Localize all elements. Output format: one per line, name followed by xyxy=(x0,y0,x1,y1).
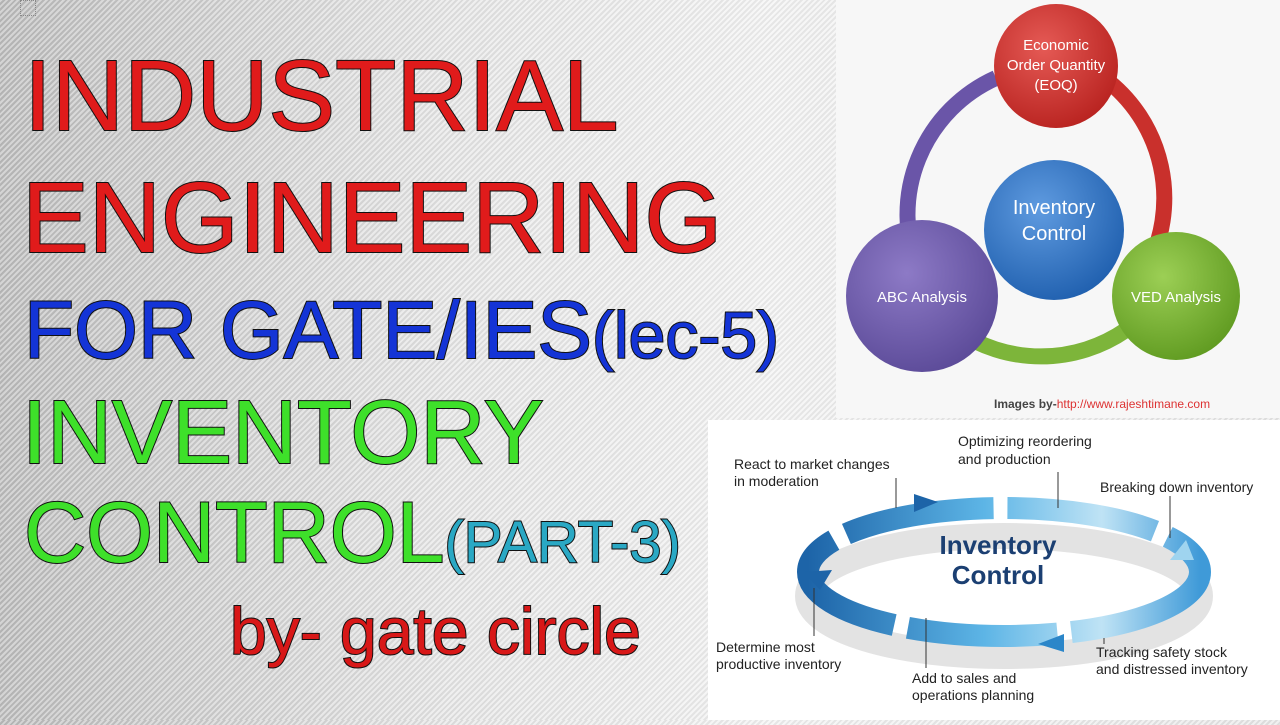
eoq-node xyxy=(994,4,1118,128)
inventory-process-diagram: Inventory Control React to market change… xyxy=(708,420,1280,720)
center-title-1: Inventory xyxy=(939,530,1057,560)
label-tracking-1: Tracking safety stock xyxy=(1096,644,1228,660)
image-credit-prefix: Images by- xyxy=(994,397,1057,411)
label-optimize-2: and production xyxy=(958,451,1051,467)
center-title-2: Control xyxy=(952,560,1044,590)
abc-node xyxy=(846,220,998,372)
image-credit-url: http://www.rajeshtimane.com xyxy=(1057,397,1210,411)
byline: by- gate circle xyxy=(229,594,642,668)
label-breaking: Breaking down inventory xyxy=(1100,479,1253,495)
ved-label: VED Analysis xyxy=(1131,289,1221,306)
center-label-1: Inventory xyxy=(1013,197,1095,219)
inventory-cycle-diagram: Economic Order Quantity (EOQ) ABC Analys… xyxy=(836,0,1280,418)
abc-label: ABC Analysis xyxy=(877,289,967,306)
eoq-label-1: Economic xyxy=(1023,37,1089,54)
label-sales-1: Add to sales and xyxy=(912,670,1016,686)
title-line-inventory: INVENTORY xyxy=(21,383,545,483)
corner-marker xyxy=(20,0,36,16)
image-credit: Images by-http://www.rajeshtimane.com xyxy=(994,397,1210,411)
center-node xyxy=(984,160,1124,300)
label-tracking-2: and distressed inventory xyxy=(1096,661,1248,677)
inventory-cycle-svg: Economic Order Quantity (EOQ) ABC Analys… xyxy=(846,4,1240,411)
title-line-gate-ies: FOR GATE/IES(lec-5) xyxy=(23,289,780,373)
title-line-engineering: ENGINEERING xyxy=(21,162,723,274)
title-lecture-number: (lec-5) xyxy=(591,298,780,372)
arrow-head-left xyxy=(804,570,832,590)
arrow-head-bottom xyxy=(1038,634,1064,652)
label-react-1: React to market changes xyxy=(734,456,890,472)
arrow-head-right xyxy=(1170,540,1194,560)
title-gate-ies-text: FOR GATE/IES xyxy=(23,285,593,376)
label-sales-2: operations planning xyxy=(912,687,1034,703)
label-determine-2: productive inventory xyxy=(716,656,841,672)
eoq-label-3: (EOQ) xyxy=(1034,77,1077,94)
title-part-number: (PART-3) xyxy=(443,510,681,575)
label-determine-1: Determine most xyxy=(716,639,815,655)
inventory-process-svg: Inventory Control React to market change… xyxy=(716,433,1253,703)
center-label-2: Control xyxy=(1022,223,1086,245)
title-line-industrial: INDUSTRIAL xyxy=(23,40,620,152)
label-optimize-1: Optimizing reordering xyxy=(958,433,1092,449)
ved-node xyxy=(1112,232,1240,360)
eoq-label-2: Order Quantity xyxy=(1007,57,1106,74)
title-line-control: CONTROL(PART-3) xyxy=(23,489,682,577)
arrow-head-top xyxy=(914,494,938,512)
label-react-2: in moderation xyxy=(734,473,819,489)
title-control-text: CONTROL xyxy=(23,485,445,581)
